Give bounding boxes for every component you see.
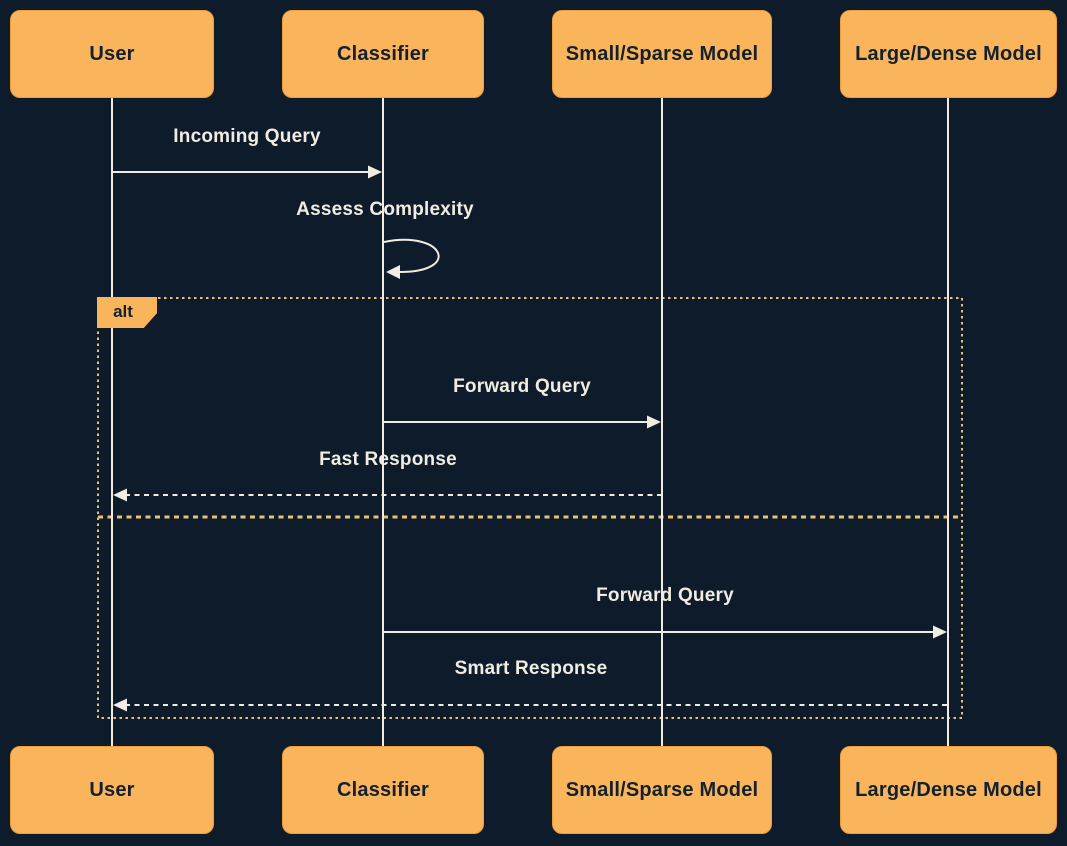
arrowhead-incoming-query — [368, 165, 382, 179]
actor-box-user-bottom: User — [10, 746, 214, 834]
message-label-forward-query-small: Forward Query — [453, 376, 591, 397]
actor-label-user: User — [89, 778, 135, 801]
alt-frame-border — [97, 297, 963, 719]
message-label-assess-complexity: Assess Complexity — [296, 199, 474, 220]
actor-box-user-top: User — [10, 10, 214, 98]
alt-frame-label: alt — [97, 297, 157, 328]
actor-box-classifier-bottom: Classifier — [282, 746, 484, 834]
actor-label-large-model: Large/Dense Model — [855, 42, 1042, 65]
actor-label-small-model: Small/Sparse Model — [565, 42, 759, 65]
actor-label-large-model: Large/Dense Model — [855, 778, 1042, 801]
message-label-fast-response: Fast Response — [319, 449, 457, 470]
actor-box-large-model-top: Large/Dense Model — [840, 10, 1057, 98]
actor-label-classifier: Classifier — [336, 42, 430, 65]
actor-box-small-model-top: Small/Sparse Model — [552, 10, 772, 98]
actor-label-user: User — [89, 42, 135, 65]
actor-label-classifier: Classifier — [336, 778, 430, 801]
alt-label-text: alt — [113, 301, 133, 321]
message-label-forward-query-large: Forward Query — [596, 585, 734, 606]
actor-box-small-model-bottom: Small/Sparse Model — [552, 746, 772, 834]
actor-label-small-model: Small/Sparse Model — [565, 778, 759, 801]
arrowhead-fast-response — [113, 488, 127, 502]
message-label-smart-response: Smart Response — [454, 658, 608, 679]
arrowhead-forward-query-large — [933, 625, 947, 639]
arrowhead-assess-complexity — [386, 265, 400, 279]
actor-box-large-model-bottom: Large/Dense Model — [840, 746, 1057, 834]
arrowhead-smart-response — [113, 698, 127, 712]
message-label-incoming-query: Incoming Query — [173, 126, 321, 147]
actor-box-classifier-top: Classifier — [282, 10, 484, 98]
arrowhead-forward-query-small — [647, 415, 661, 429]
arrow-assess-complexity-loop — [383, 238, 440, 273]
